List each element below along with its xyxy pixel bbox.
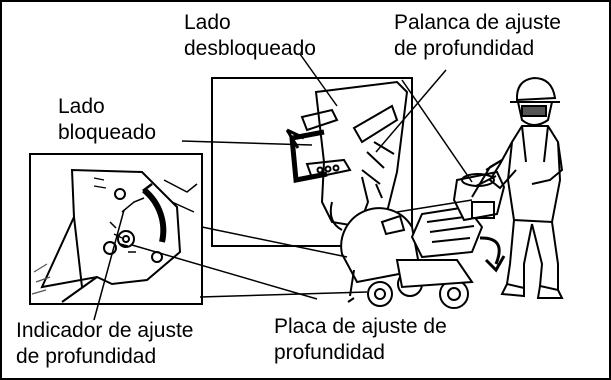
label-depth-plate-line-1: Placa de ajuste de [274,315,447,338]
depth-plate-inset [29,153,203,305]
label-locked-side: Lado bloqueado [58,94,156,146]
label-unlocked-side-line-2: desbloqueado [184,37,316,60]
callout-lines [93,53,473,321]
label-depth-lever: Palanca de ajuste de profundidad [394,10,561,62]
label-depth-indicator-line-1: Indicador de ajuste [16,319,194,342]
label-unlocked-side-line-1: Lado [184,11,231,34]
label-depth-plate-line-2: profundidad [274,341,385,364]
label-depth-plate: Placa de ajuste de profundidad [274,314,447,366]
operator-figure [475,76,564,299]
label-depth-lever-line-2: de profundidad [394,37,535,60]
label-locked-side-line-2: bloqueado [58,121,157,144]
label-locked-side-line-1: Lado [58,95,105,118]
label-unlocked-side: Lado desbloqueado [184,10,316,62]
saw-machine [340,159,506,309]
label-depth-indicator: Indicador de ajuste de profundidad [16,318,193,370]
label-depth-lever-line-1: Palanca de ajuste [394,11,561,34]
label-depth-indicator-line-2: de profundidad [16,345,157,368]
